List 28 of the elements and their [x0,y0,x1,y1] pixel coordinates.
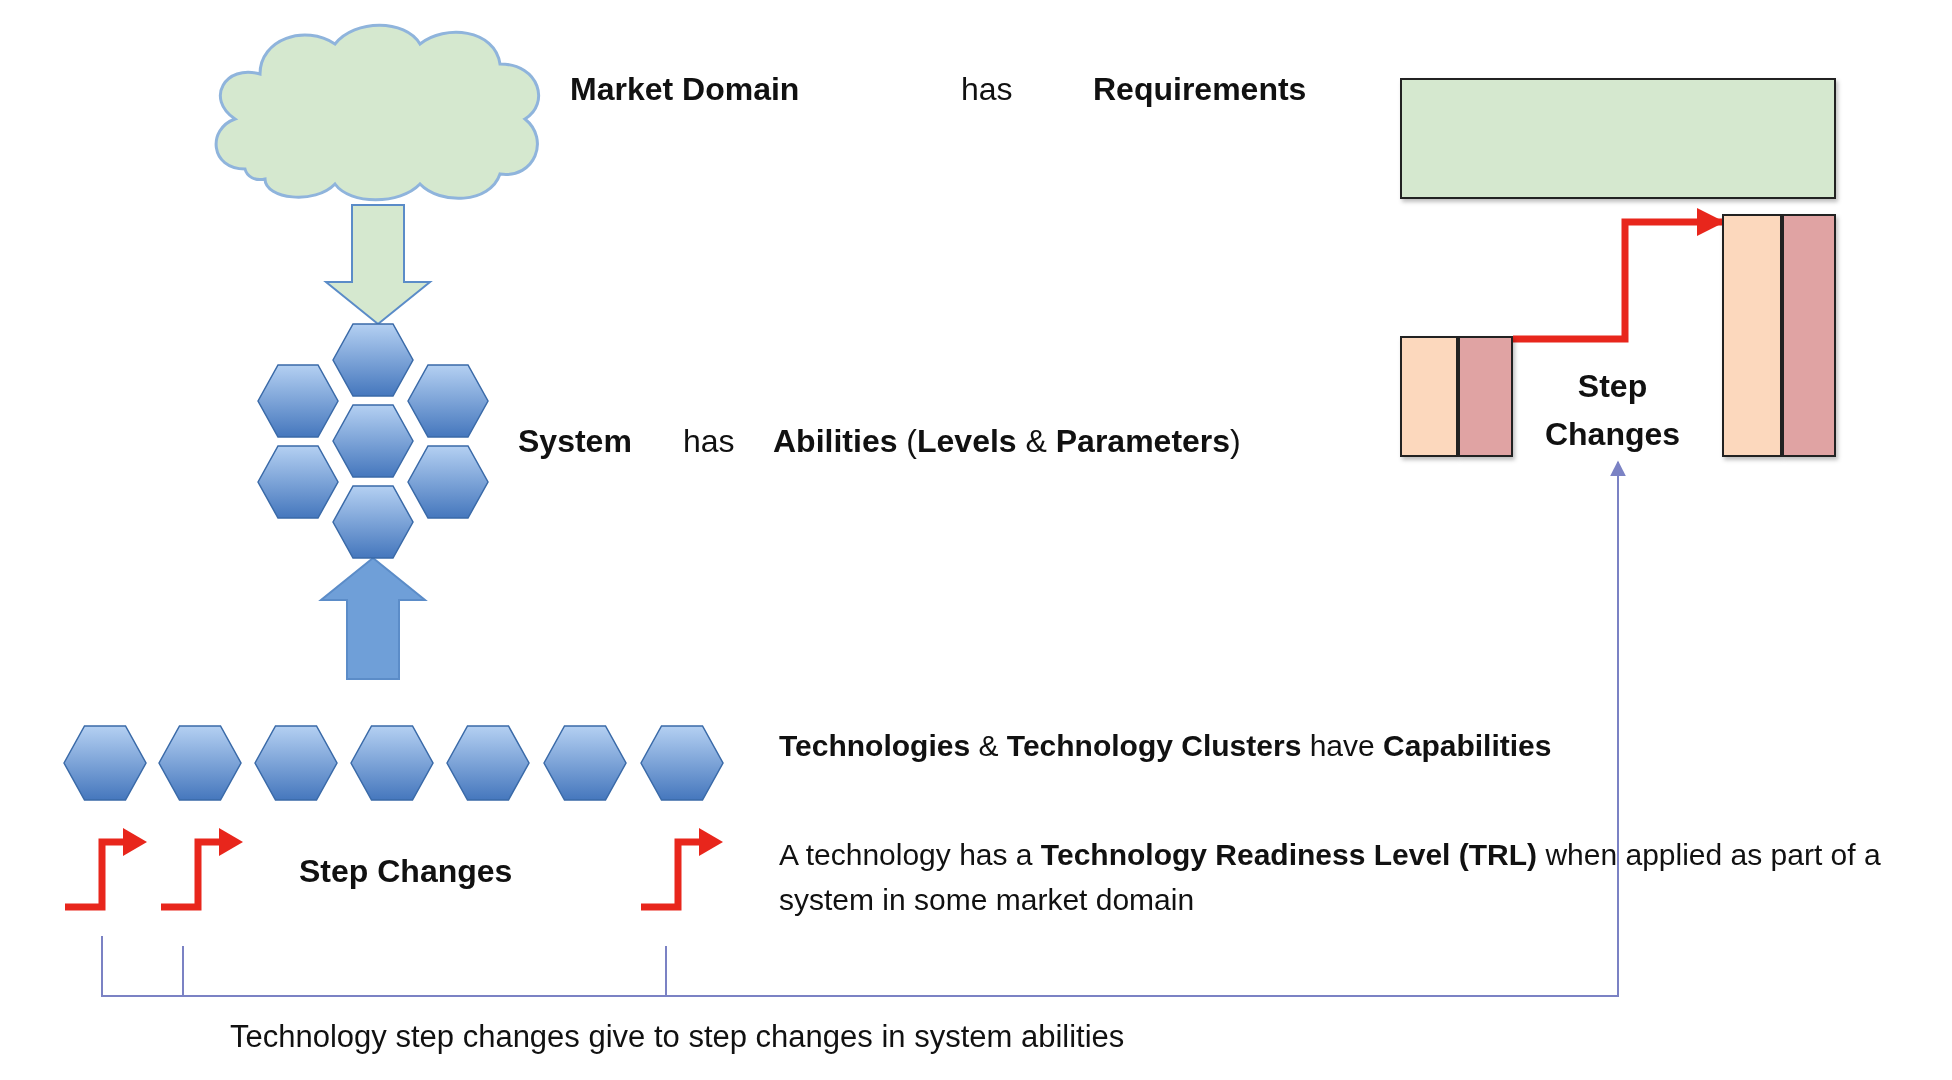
step-changes-label: Step Changes [1520,362,1705,462]
step-changes-label: Step Changes [299,852,513,891]
relation-label: has [683,422,735,461]
caption: Technology step changes give to step changes in system abilities [230,1018,1125,1056]
requirements-label: Requirements [1093,70,1307,109]
domain-label: Market Domain [570,70,800,109]
technologies-text: Technologies & Technology Clusters have Capabilities [779,728,1552,764]
requirements-box [1400,78,1836,199]
system-label: System [518,422,632,461]
ability-bar [1458,336,1513,457]
hexagon-cluster [258,324,489,558]
relation-label: has [961,70,1013,109]
hexagon [64,726,146,800]
abilities-label: Abilities (Levels & Parameters) [773,422,1241,461]
ability-bar [1400,336,1458,457]
block-arrow [323,204,433,326]
hexagon [447,726,529,800]
hexagon [351,726,433,800]
hexagon [641,726,723,800]
hexagon [255,726,337,800]
bracket [100,934,1620,998]
trl-text: A technology has a Technology Readiness Level (TRL) when applied as part of a system in some market domain [779,837,1882,918]
hexagon [544,726,626,800]
hexagon [159,726,241,800]
ability-bar [1722,214,1782,457]
ability-bar [1782,214,1836,457]
arrow [1610,460,1626,935]
block-arrow [318,556,428,680]
